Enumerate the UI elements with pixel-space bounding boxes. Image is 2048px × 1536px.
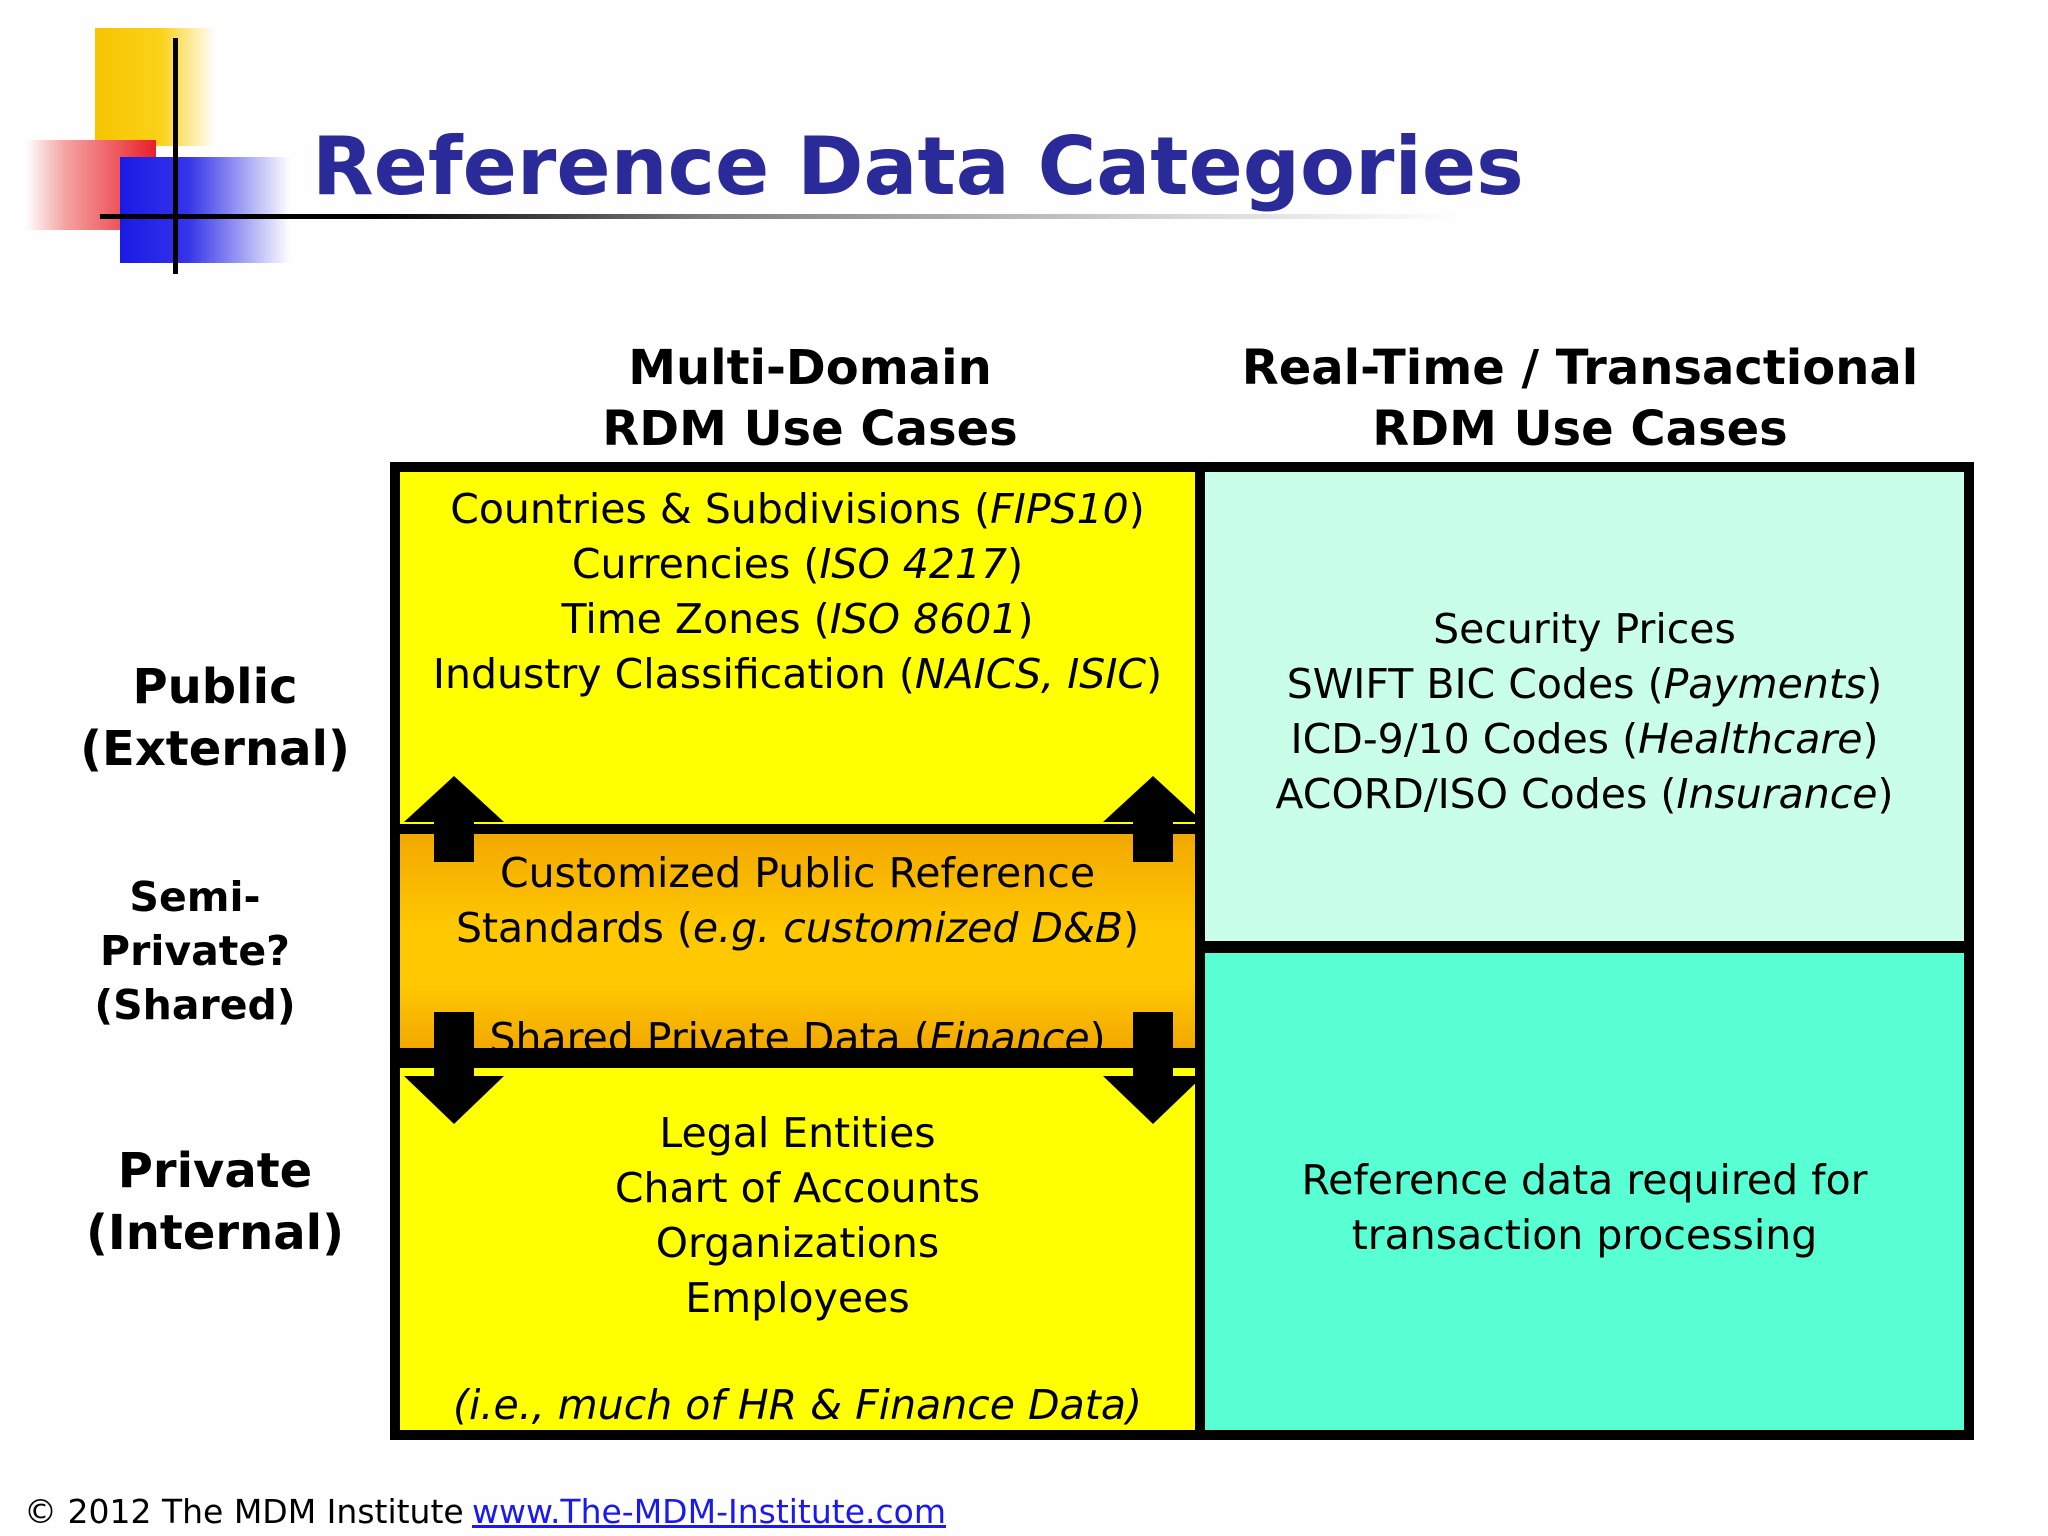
- cell-line: Organizations: [655, 1219, 940, 1267]
- row-label-private: Private (Internal): [60, 1140, 370, 1264]
- cell-line: transaction processing: [1351, 1211, 1818, 1259]
- logo-vertical-line: [173, 38, 178, 274]
- row-label-line: (Shared): [94, 981, 296, 1029]
- logo-yellow-square: [95, 28, 215, 146]
- arrow-up-icon: [1103, 776, 1203, 862]
- slide-title: Reference Data Categories: [312, 120, 1524, 213]
- cell-line: Industry Classification (NAICS, ISIC): [432, 650, 1163, 698]
- column-divider: [1195, 472, 1205, 1430]
- cell-line: Currencies (ISO 4217): [571, 540, 1024, 588]
- column-header-line: Real-Time / Transactional: [1241, 340, 1919, 396]
- cell-line: Countries & Subdivisions (FIPS10): [450, 485, 1145, 533]
- cell-line: ICD-9/10 Codes (Healthcare): [1290, 715, 1879, 763]
- column-header-multi-domain: Multi-Domain RDM Use Cases: [560, 338, 1060, 460]
- row-label-line: Private?: [100, 927, 290, 975]
- row-label-semi-private: Semi- Private? (Shared): [60, 870, 330, 1032]
- row-label-line: Semi-: [129, 873, 261, 921]
- row-label-line: (Internal): [85, 1205, 345, 1261]
- column-header-line: RDM Use Cases: [1372, 401, 1788, 457]
- cell-line: Customized Public Reference: [499, 849, 1096, 897]
- column-header-line: Multi-Domain: [628, 340, 992, 396]
- column-header-line: RDM Use Cases: [602, 401, 1018, 457]
- arrow-down-icon: [1103, 1012, 1203, 1124]
- cell-line: Shared Private Data (Finance): [489, 1014, 1106, 1062]
- row-label-line: Public: [132, 659, 298, 715]
- cell-line: Reference data required for: [1301, 1156, 1868, 1204]
- cell-multi-domain-private: Legal Entities Chart of Accounts Organiz…: [400, 1068, 1195, 1430]
- cell-multi-domain-semi-private: Customized Public Reference Standards (e…: [400, 824, 1205, 1062]
- arrow-up-icon: [404, 776, 504, 862]
- cell-line: Time Zones (ISO 8601): [561, 595, 1034, 643]
- cell-multi-domain-public: Countries & Subdivisions (FIPS10) Curren…: [400, 472, 1195, 824]
- row-label-public: Public (External): [60, 656, 370, 780]
- cell-note: (i.e., much of HR & Finance Data): [453, 1381, 1142, 1429]
- website-link[interactable]: www.The-MDM-Institute.com: [472, 1492, 946, 1531]
- row-label-line: (External): [80, 721, 350, 777]
- cell-real-time-private: Reference data required for transaction …: [1205, 953, 1964, 1430]
- row-divider: [1205, 941, 1964, 953]
- cell-real-time-public: Security Prices SWIFT BIC Codes (Payment…: [1205, 472, 1964, 941]
- arrow-down-icon: [404, 1012, 504, 1124]
- cell-line: Legal Entities: [659, 1109, 936, 1157]
- row-label-line: Private: [117, 1143, 313, 1199]
- column-header-real-time: Real-Time / Transactional RDM Use Cases: [1240, 338, 1920, 460]
- cell-line: Chart of Accounts: [614, 1164, 981, 1212]
- logo-blue-square: [120, 157, 290, 263]
- cell-line: ACORD/ISO Codes (Insurance): [1275, 770, 1894, 818]
- cell-line: Security Prices: [1433, 605, 1736, 653]
- cell-line: SWIFT BIC Codes (Payments): [1286, 660, 1883, 708]
- cell-line: Standards (e.g. customized D&B): [455, 904, 1140, 952]
- title-underline: [100, 214, 1460, 219]
- cell-line: Employees: [685, 1274, 910, 1322]
- copyright-text: © 2012 The MDM Institute: [24, 1492, 464, 1531]
